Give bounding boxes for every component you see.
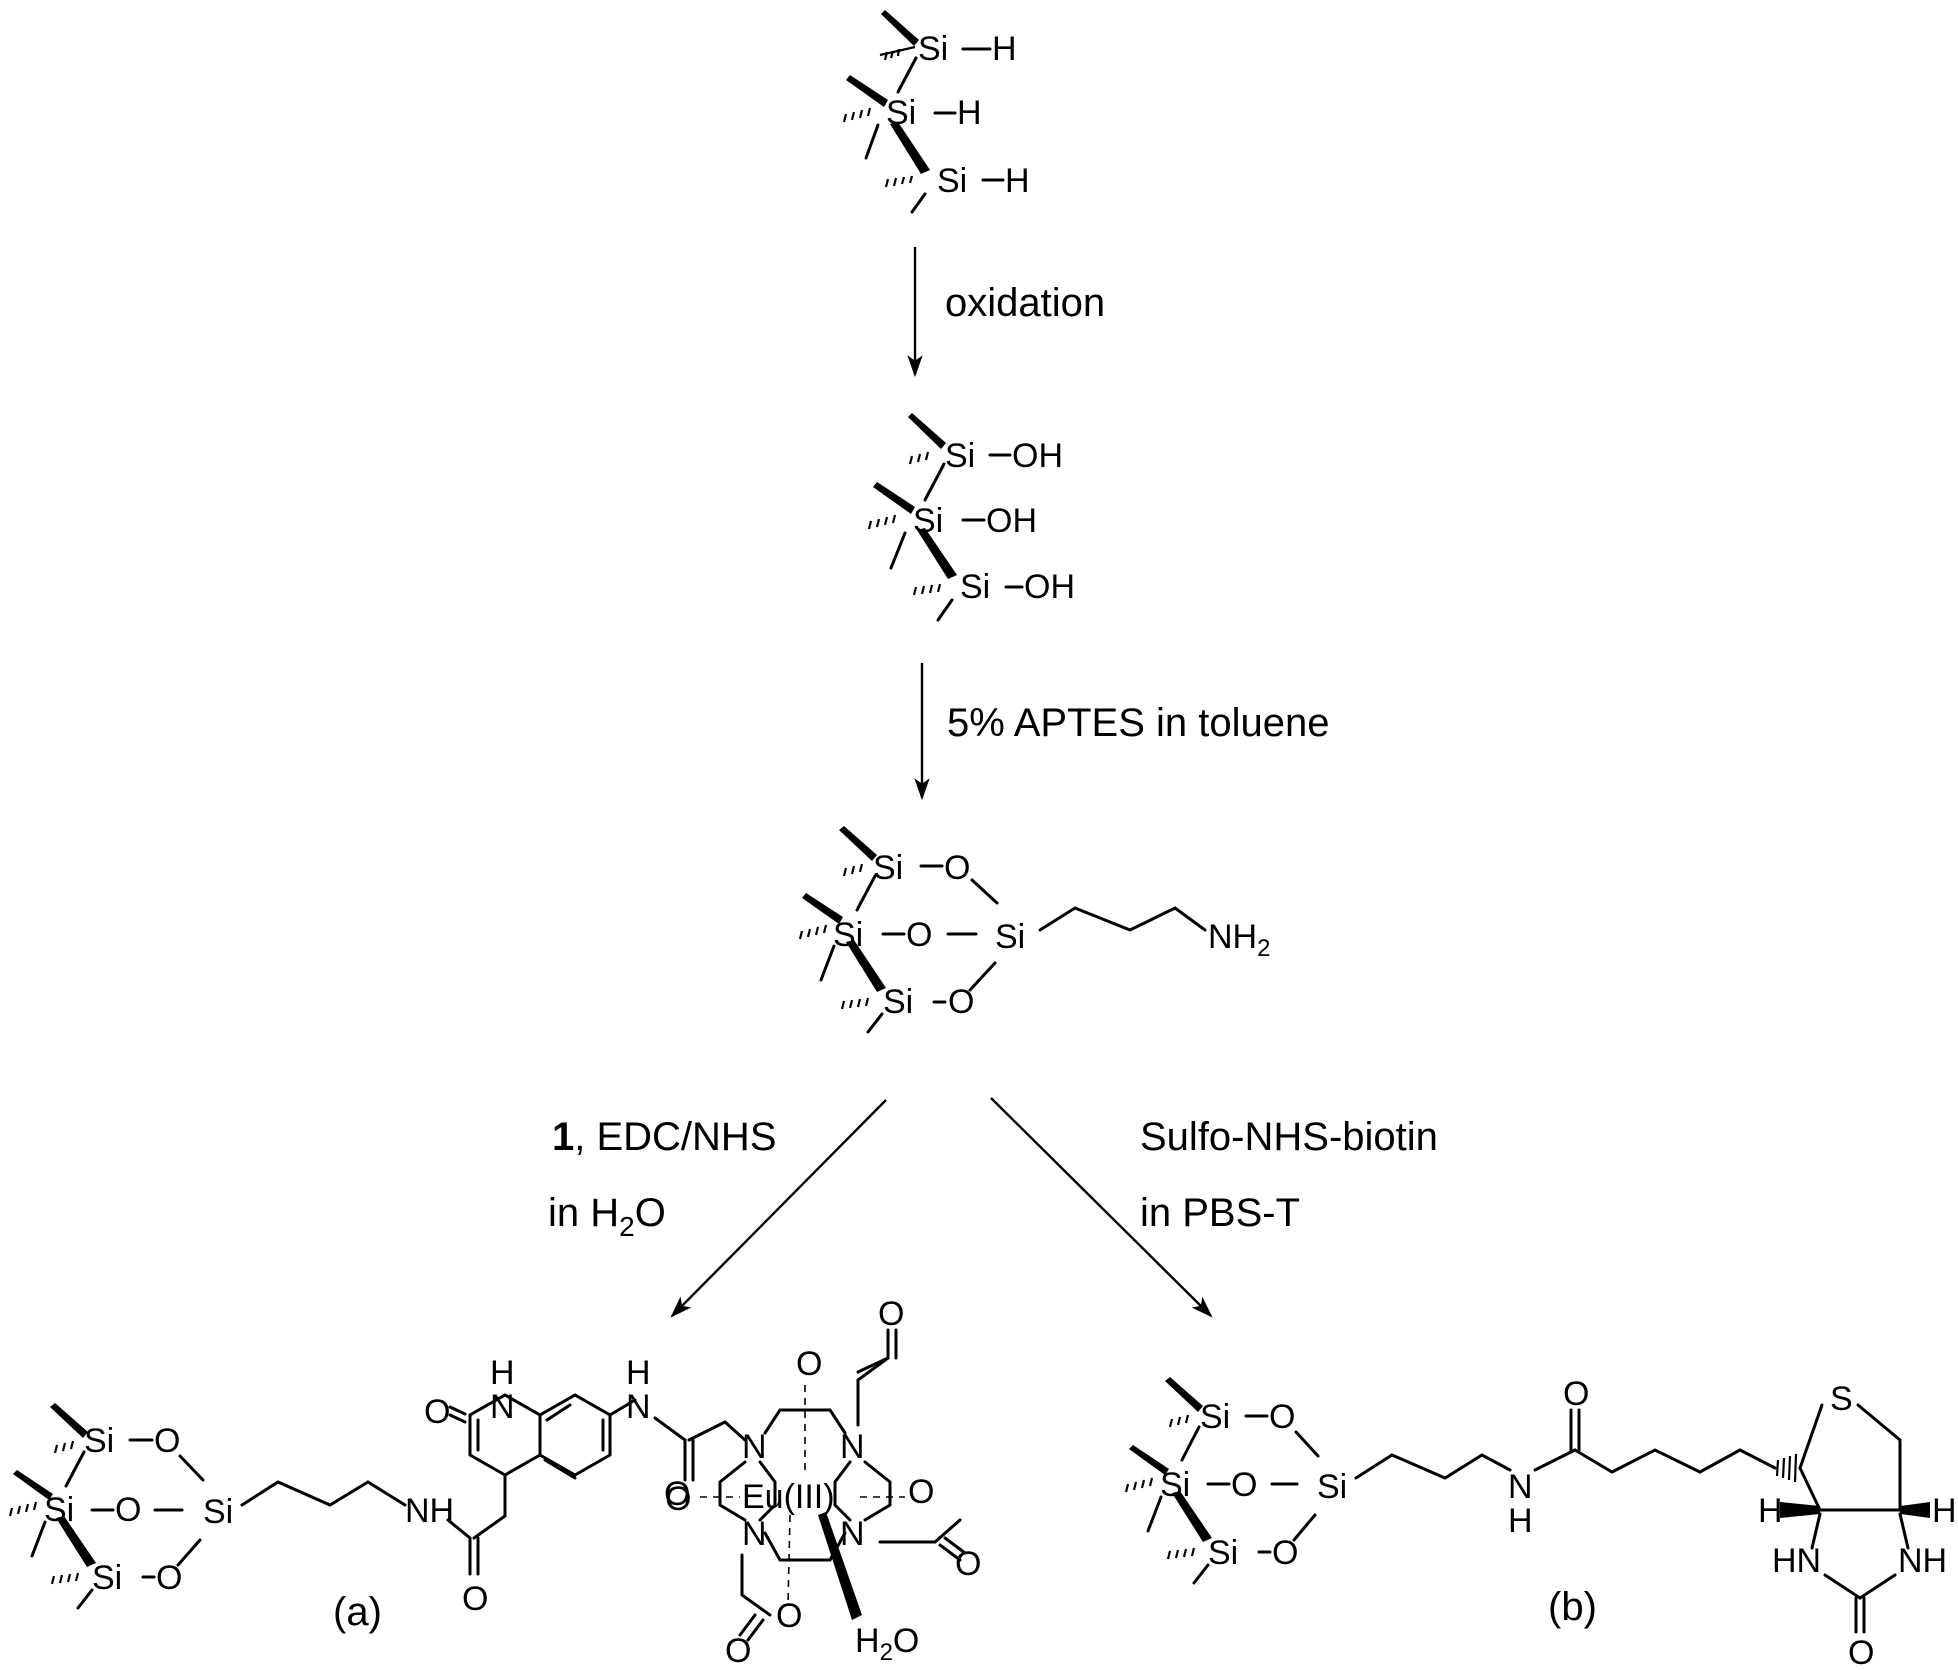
hashed-bond [1124,1477,1154,1493]
o-atom: O [776,1597,802,1635]
si-atom: Si [913,502,943,540]
hashed-bond [1168,1414,1190,1428]
n-atom: N [626,1388,651,1426]
pbs-t-label: in PBS-T [1140,1191,1300,1235]
o-atom: O [156,1559,182,1597]
h-atom: H [1932,1492,1957,1530]
reaction-arrow-to-b [990,1097,1213,1318]
hashed-bond [883,48,901,61]
oh-group: OH [1024,568,1075,606]
o-atom: O [424,1393,450,1431]
o-atom: O [948,983,974,1021]
wedge-bond [881,10,919,46]
hashed-bond [908,451,930,465]
product-b-biotin-conjugate: Si O Si O Si Si O N H O S H H [1124,1375,1957,1670]
product-b-label: (b) [1548,1585,1597,1629]
oxidation-label: oxidation [945,281,1105,325]
in-water-label: in H2O [548,1191,666,1242]
trisilane-hydride-structure: Si H Si H Si H [842,10,1030,214]
si-atom: Si [1160,1466,1190,1504]
o-atom: O [796,1345,822,1383]
hashed-bond [53,1440,75,1454]
h-atom: H [490,1354,515,1392]
water-ligand: H2O [855,1622,919,1666]
si-atom: Si [1200,1398,1230,1436]
nh-group: NH [1898,1542,1947,1580]
o-atom: O [1231,1466,1257,1504]
nh-group: NH [405,1492,454,1530]
product-a-europium-complex: Si O Si O Si Si O NH O H N O H N O [8,1295,981,1670]
oh-group: OH [986,502,1037,540]
o-atom: O [462,1580,488,1618]
hashed-bond [842,107,872,123]
o-atom: O [1269,1398,1295,1436]
aptes-siloxane-structure: Si O Si O Si Si O NH2 [798,826,1270,1034]
o-atom: O [955,1545,981,1583]
hashed-bond [8,1501,38,1517]
o-atom: O [154,1422,180,1460]
sulfo-nhs-biotin-label: Sulfo-NHS-biotin [1140,1115,1438,1159]
edc-nhs-label: 1, EDC/NHS [552,1115,777,1159]
si-atom: Si [84,1422,114,1460]
s-atom: S [1830,1380,1853,1418]
o-atom: O [725,1632,751,1670]
nh2-group: NH2 [1208,918,1270,962]
si-atom: Si [44,1491,74,1529]
n-atom: N [1508,1468,1533,1506]
hashed-bond [867,514,897,530]
o-atom: O [878,1295,904,1333]
o-atom: O [115,1491,141,1529]
si-atom: Si [833,916,863,954]
hashed-bond [842,863,864,877]
o-atom: O [1272,1534,1298,1572]
hashed-bond [912,583,942,596]
si-atom: Si [203,1493,233,1531]
aptes-label: 5% APTES in toluene [947,701,1329,745]
hashed-bond [840,997,870,1010]
n-atom: N [840,1428,865,1466]
oh-group: OH [1012,437,1063,475]
europium-center: Eu(III) [742,1478,835,1516]
h-atom: H [957,94,982,132]
o-atom: O [1848,1634,1874,1670]
hashed-bond [798,924,828,940]
h-atom: H [1508,1502,1533,1540]
o-atom: O [908,1473,934,1511]
si-atom: Si [92,1559,122,1597]
n-atom: N [742,1428,767,1466]
hashed-bond [884,175,914,188]
o-atom: O [1563,1375,1589,1413]
si-atom: Si [945,437,975,475]
n-atom: N [742,1515,767,1553]
trisilanol-structure: Si OH Si OH Si OH [867,413,1075,622]
hashed-bond [1166,1547,1196,1560]
hn-group: HN [1772,1542,1821,1580]
si-atom: Si [960,568,990,606]
product-a-label: (a) [333,1590,382,1634]
n-atom: N [490,1388,515,1426]
si-atom: Si [883,983,913,1021]
o-atom: O [664,1475,690,1513]
h-atom: H [1005,162,1030,200]
si-atom: Si [1208,1534,1238,1572]
hashed-bond [1775,1453,1798,1483]
si-atom: Si [1317,1468,1347,1506]
h-atom: H [992,30,1017,68]
water-wedge-bond [818,1512,862,1620]
reaction-arrow-to-a [670,1099,887,1318]
o-atom: O [944,849,970,887]
h-atom: H [1758,1492,1783,1530]
si-atom: Si [886,94,916,132]
si-atom: Si [995,918,1025,956]
o-atom: O [906,916,932,954]
si-atom: Si [937,162,967,200]
si-atom: Si [873,849,903,887]
hashed-bond [50,1572,80,1585]
o-atom: O [665,1480,691,1518]
h-atom: H [626,1354,651,1392]
si-atom: Si [918,30,948,68]
